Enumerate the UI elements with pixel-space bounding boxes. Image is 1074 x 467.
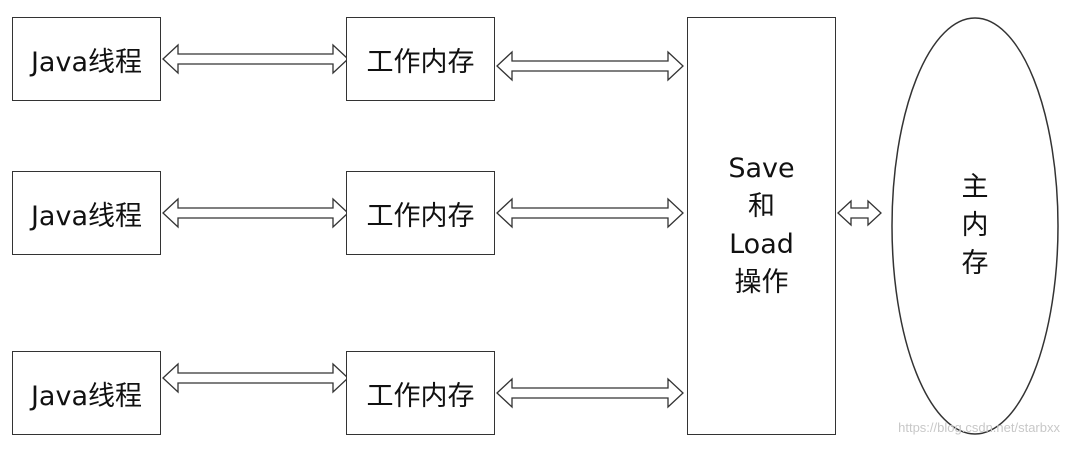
main-memory-char-2: 内	[961, 210, 989, 241]
double-arrow-thread-work-1	[162, 197, 349, 229]
save-load-line-1: Save	[728, 153, 795, 184]
double-arrow-saveload-main	[837, 199, 882, 227]
double-arrow-work-saveload-0	[496, 50, 684, 82]
main-memory-ellipse	[891, 17, 1059, 435]
main-memory-char-1: 主	[961, 172, 989, 203]
double-arrow-thread-work-2	[162, 362, 349, 394]
work-memory-label: 工作内存	[366, 46, 475, 78]
work-memory-box-3: 工作内存	[346, 351, 495, 435]
double-arrow-work-saveload-1	[496, 197, 684, 229]
save-load-operation-box: Save 和 Load 操作	[687, 17, 836, 435]
java-thread-label: Java线程	[30, 200, 143, 232]
main-memory-char-3: 存	[961, 248, 989, 279]
java-thread-label: Java线程	[30, 380, 143, 412]
double-arrow-thread-work-0	[162, 43, 349, 75]
save-load-line-2: 和	[748, 191, 775, 222]
java-thread-label: Java线程	[30, 46, 143, 78]
work-memory-label: 工作内存	[366, 380, 475, 412]
watermark-text: https://blog.csdn.net/starbxx	[898, 420, 1060, 435]
save-load-line-3: Load	[729, 229, 794, 260]
java-thread-box-3: Java线程	[12, 351, 161, 435]
work-memory-box-1: 工作内存	[346, 17, 495, 101]
double-arrow-work-saveload-2	[496, 377, 684, 409]
main-memory-label: 主 内 存	[892, 18, 1058, 434]
java-thread-box-2: Java线程	[12, 171, 161, 255]
work-memory-box-2: 工作内存	[346, 171, 495, 255]
save-load-line-4: 操作	[734, 267, 789, 298]
work-memory-label: 工作内存	[366, 200, 475, 232]
java-thread-box-1: Java线程	[12, 17, 161, 101]
